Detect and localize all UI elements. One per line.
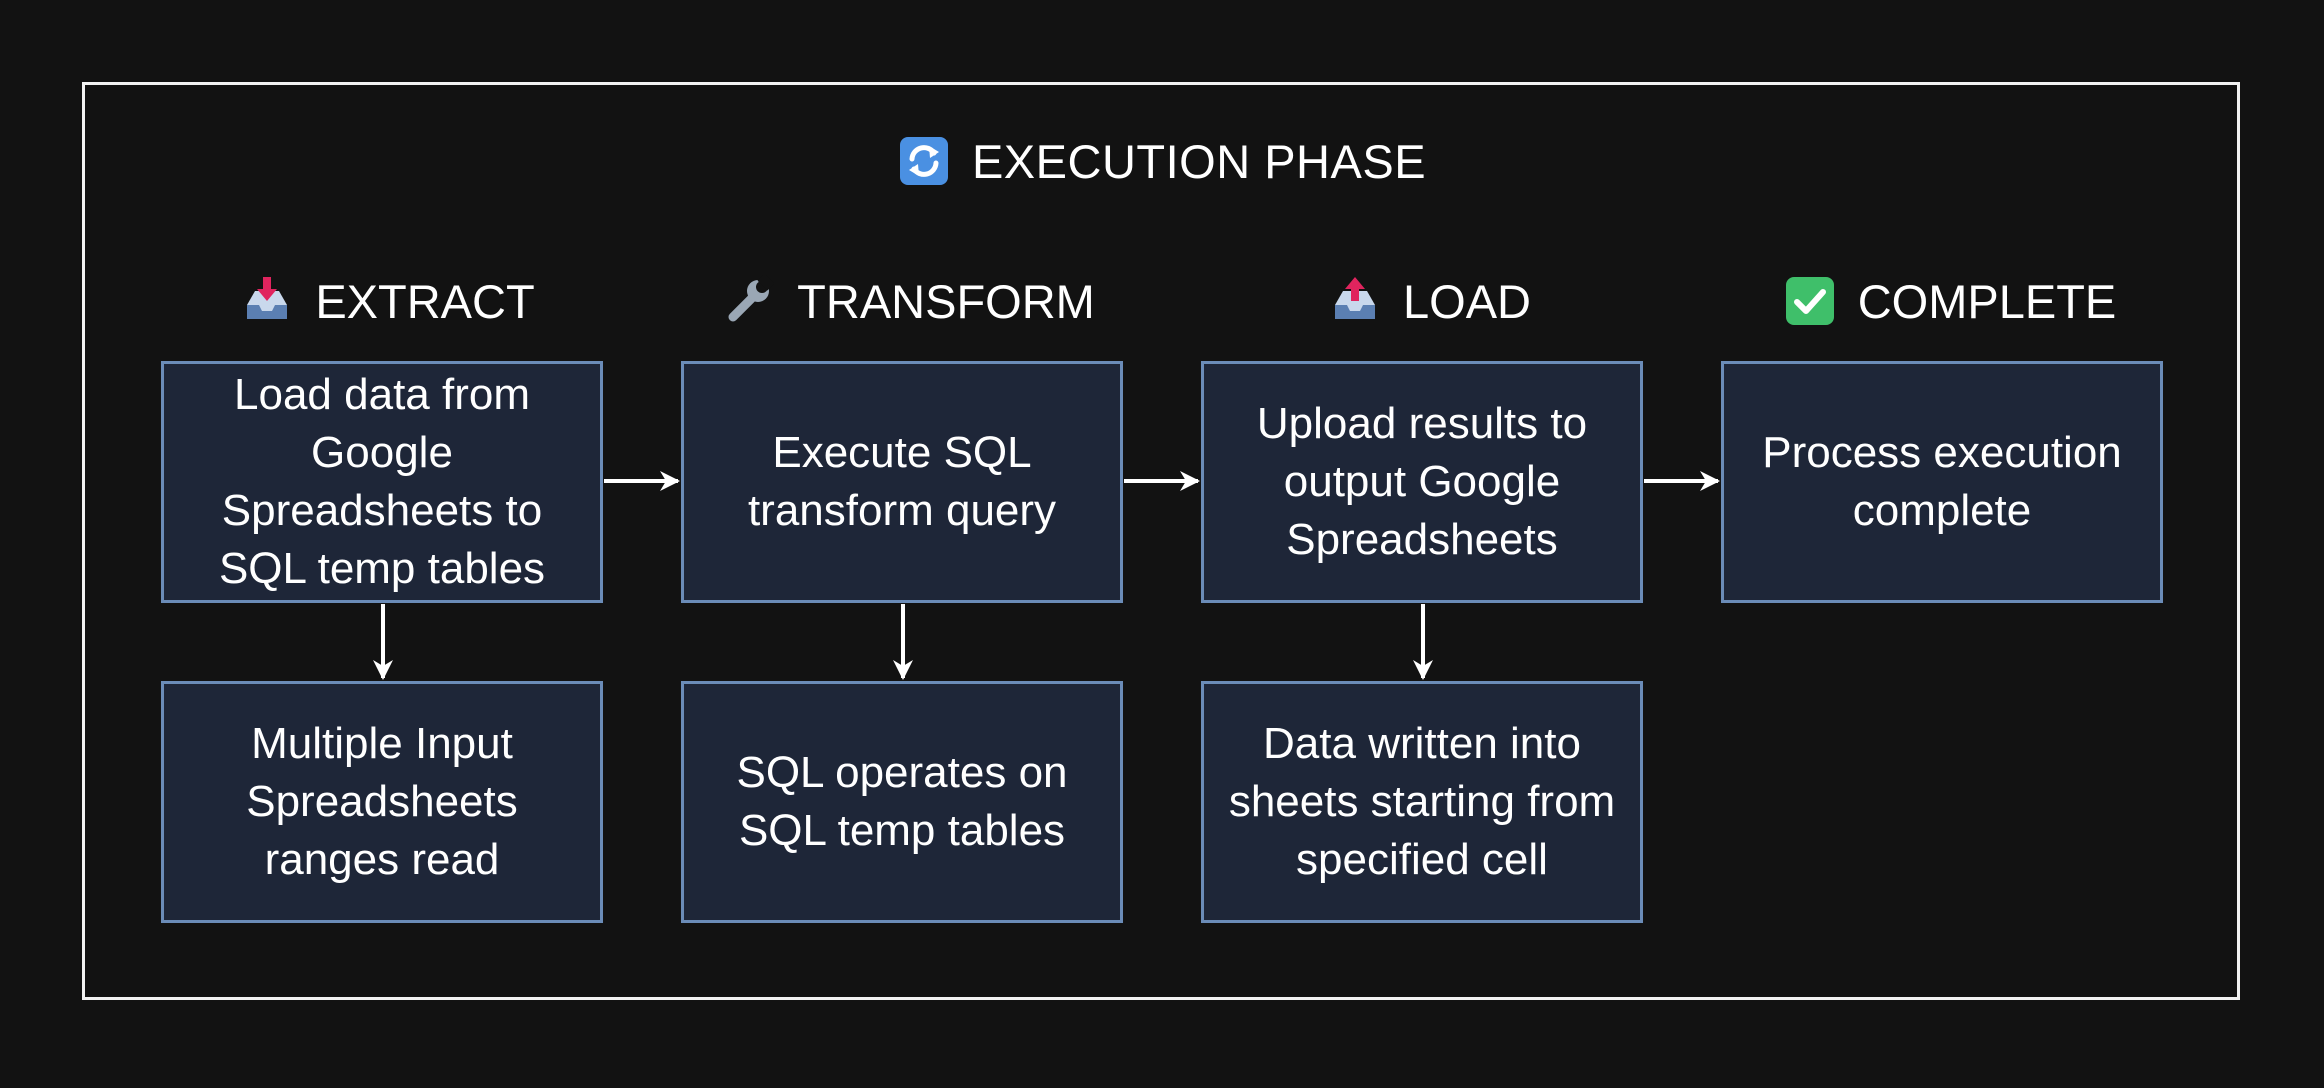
diagram-title: EXECUTION PHASE — [0, 124, 2324, 198]
extract-detail-box: Multiple Input Spreadsheets ranges read — [161, 681, 603, 923]
wrench-icon — [723, 275, 775, 327]
inbox-download-icon — [241, 275, 293, 327]
outbox-upload-icon — [1329, 275, 1381, 327]
column-heading-extract-text: EXTRACT — [315, 274, 535, 328]
transform-detail-box: SQL operates on SQL temp tables — [681, 681, 1123, 923]
load-detail-box: Data written into sheets starting from s… — [1201, 681, 1643, 923]
column-heading-complete: COMPLETE — [1690, 266, 2210, 336]
diagram-title-text: EXECUTION PHASE — [971, 134, 1427, 188]
complete-step-box: Process execution complete — [1721, 361, 2163, 603]
refresh-icon — [898, 135, 950, 187]
check-mark-icon — [1784, 275, 1836, 327]
execution-phase-frame — [82, 82, 2240, 1000]
extract-step-box: Load data from Google Spreadsheets to SQ… — [161, 361, 603, 603]
load-step-box: Upload results to output Google Spreadsh… — [1201, 361, 1643, 603]
column-heading-transform-text: TRANSFORM — [797, 274, 1095, 328]
transform-step-box: Execute SQL transform query — [681, 361, 1123, 603]
column-heading-complete-text: COMPLETE — [1857, 274, 2117, 328]
column-heading-extract: EXTRACT — [128, 266, 648, 336]
column-heading-load-text: LOAD — [1403, 274, 1531, 328]
column-heading-load: LOAD — [1170, 266, 1690, 336]
column-heading-transform: TRANSFORM — [649, 266, 1169, 336]
